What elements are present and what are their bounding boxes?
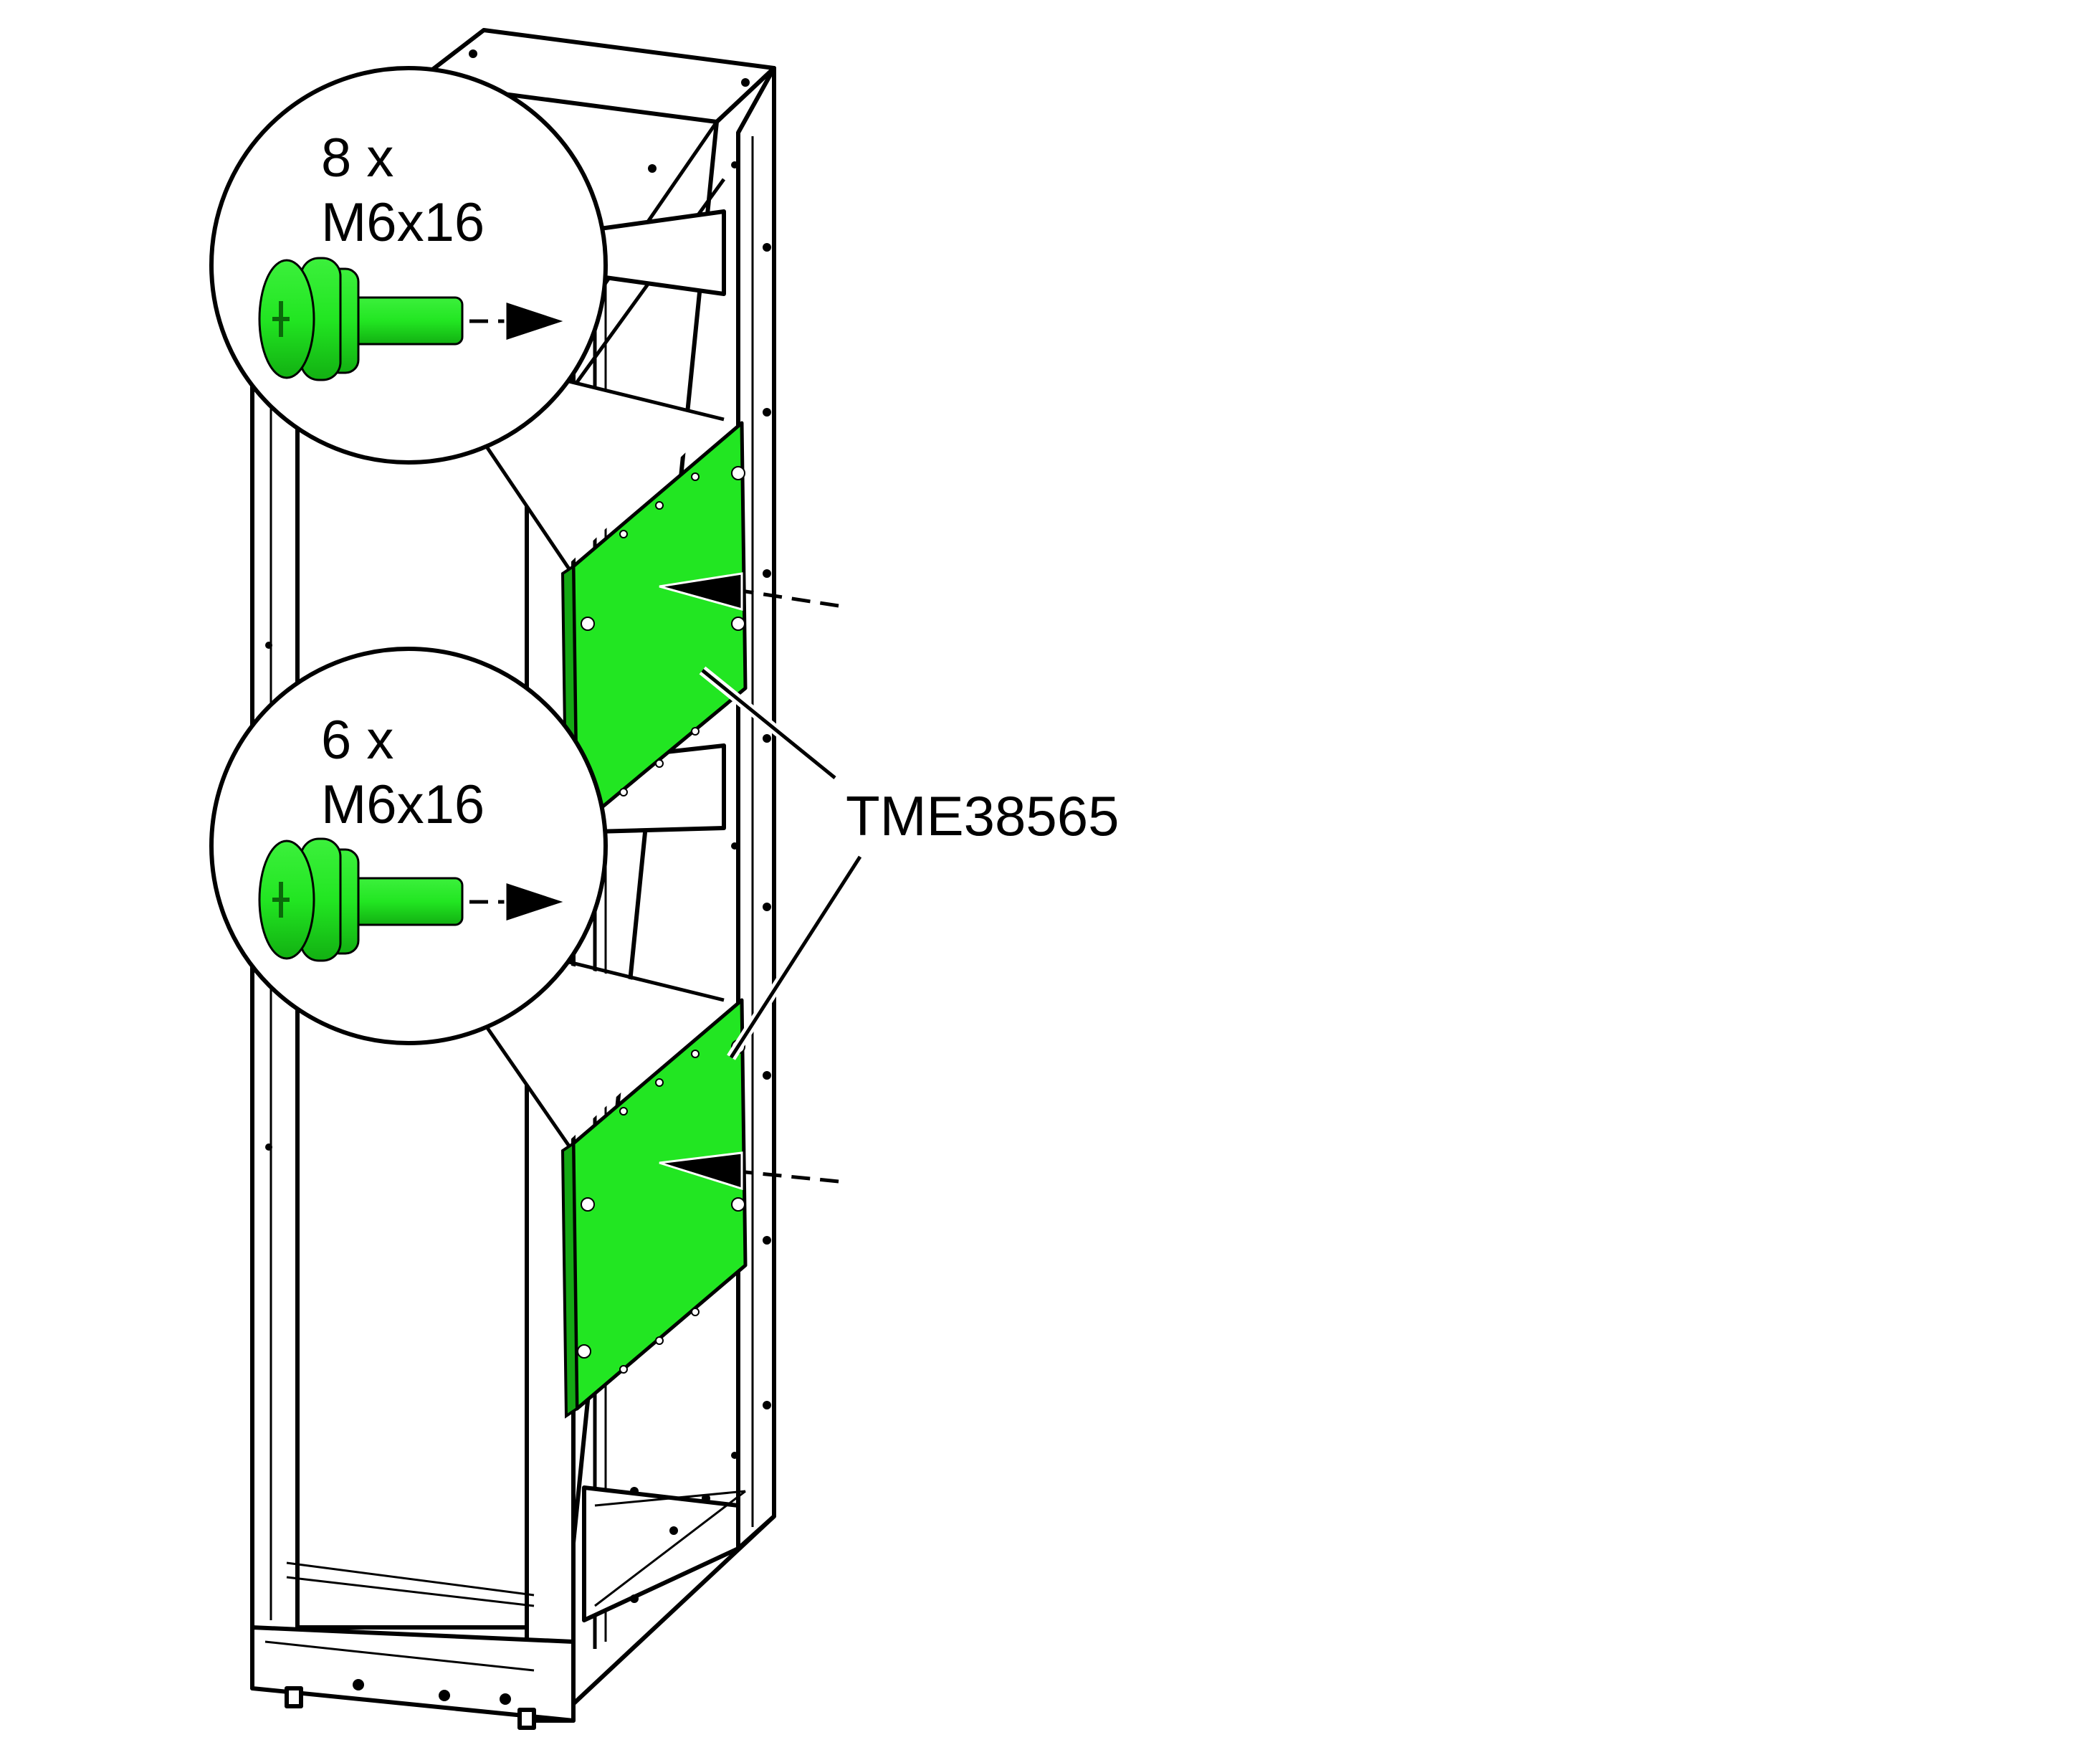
callout-qty-lower: 6 x	[321, 710, 393, 771]
frame-holes	[265, 49, 771, 1705]
screw-icon	[258, 837, 570, 962]
plate-insert-arrow-upper	[659, 572, 839, 611]
part-label-leader-lower	[727, 854, 864, 1060]
part-label-leader-upper	[699, 666, 839, 782]
callout-spec-lower: M6x16	[321, 774, 485, 835]
callout-spec-upper: M6x16	[321, 192, 485, 253]
callout-qty-upper: 8 x	[321, 128, 393, 189]
callout-bubble-lower	[209, 647, 608, 1045]
plate-insert-arrow-lower	[659, 1151, 839, 1191]
screw-icon	[258, 257, 570, 381]
part-number-label: TME38565	[846, 784, 1120, 847]
callout-bubble-upper	[209, 66, 608, 465]
